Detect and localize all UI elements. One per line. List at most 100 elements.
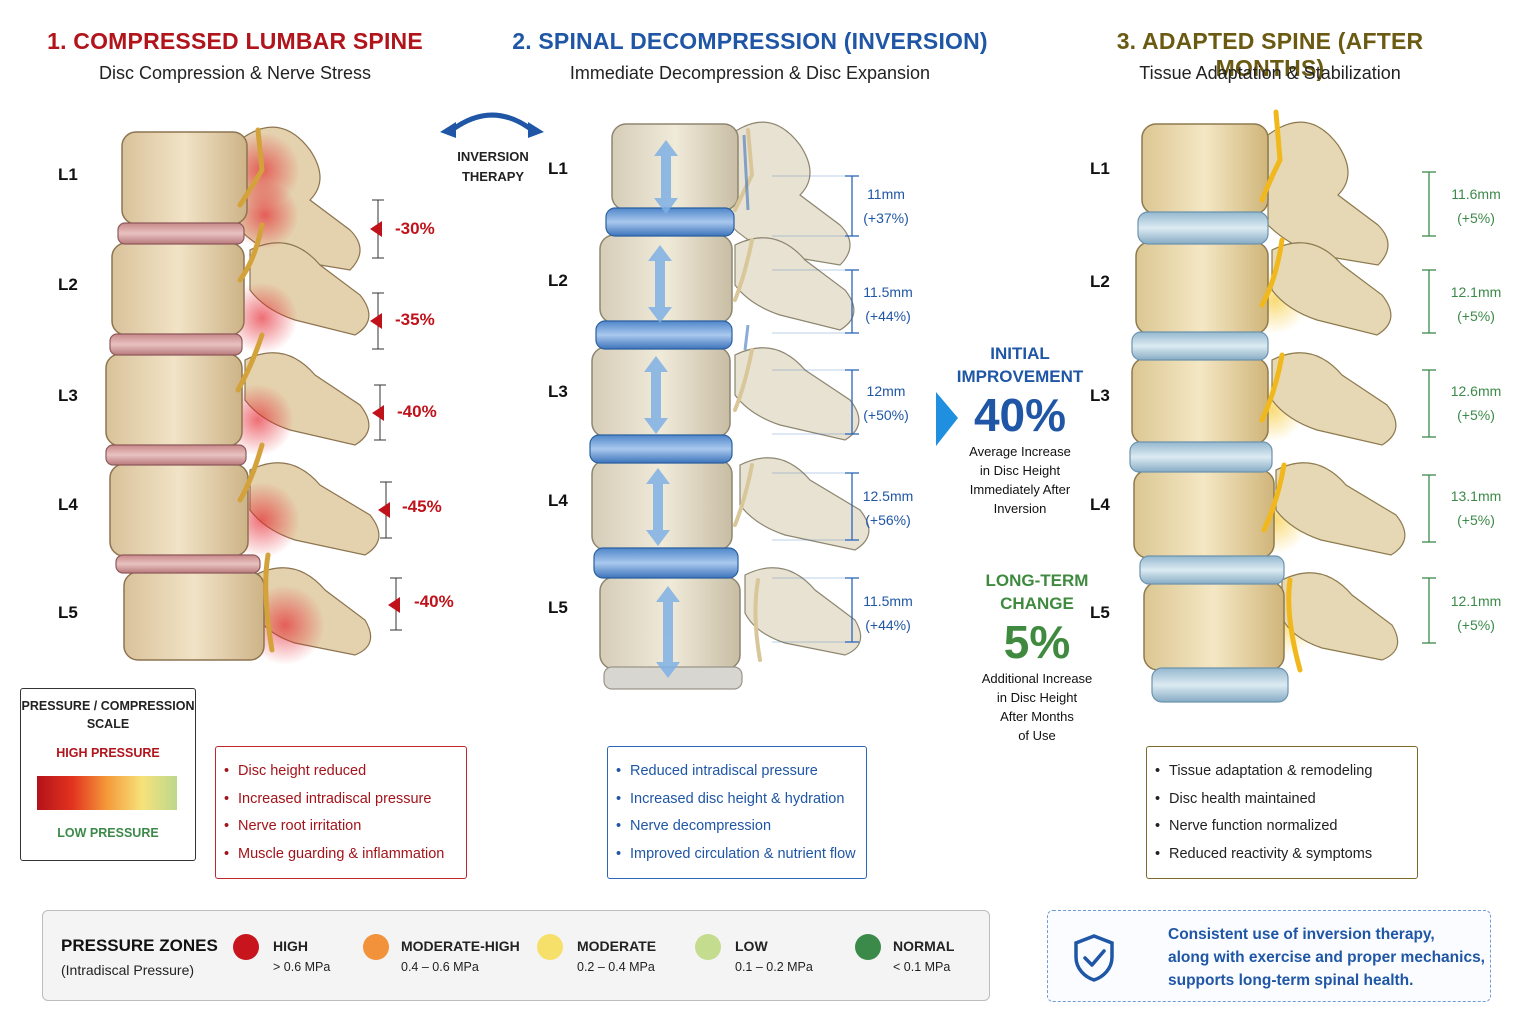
- zone-name: MODERATE: [577, 938, 657, 954]
- disc-height-mm: 12.6mm: [1450, 383, 1502, 399]
- initial-head: INITIAL: [990, 344, 1050, 363]
- effect-item: Nerve function normalized: [1147, 813, 1417, 841]
- panel-title-decompression: 2. SPINAL DECOMPRESSION (INVERSION): [512, 28, 988, 54]
- initial-improvement-stat: INITIAL IMPROVEMENT 40% Average Increase…: [950, 342, 1090, 518]
- disc-height-change: (+44%): [865, 617, 911, 633]
- note-line: along with exercise and proper mechanics…: [1168, 949, 1485, 966]
- disc-height-change: (+5%): [1457, 308, 1495, 324]
- level-label: L2: [58, 275, 78, 294]
- disc-height-measurement: 13.1mm (+5%): [1438, 484, 1514, 532]
- initial-desc: Inversion: [993, 501, 1047, 516]
- level-label: L1: [1090, 159, 1110, 178]
- adapted-spine: [1129, 109, 1406, 703]
- disc-height-mm: 11mm: [867, 186, 905, 202]
- disc-height-change: (+50%): [863, 407, 909, 423]
- level-label: L4: [58, 495, 78, 514]
- zone-name: LOW: [735, 938, 768, 954]
- chevron-right-icon: [936, 392, 958, 446]
- longterm-desc: Additional Increase: [981, 671, 1093, 686]
- initial-value: 40%: [973, 389, 1067, 441]
- level-label: L4: [548, 491, 568, 510]
- disc-height-change: (+5%): [1457, 210, 1495, 226]
- level-label: L1: [548, 159, 568, 178]
- level-label: L2: [1090, 272, 1110, 291]
- zones-title: PRESSURE ZONES: [61, 936, 218, 955]
- scale-high-label: HIGH PRESSURE: [56, 746, 160, 760]
- panel-subtitle-compressed: Disc Compression & Nerve Stress: [98, 63, 372, 83]
- zones-subtitle: (Intradiscal Pressure): [61, 962, 195, 978]
- disc-height-measurement: 12mm(+50%): [850, 379, 922, 427]
- level-label: L5: [58, 603, 78, 622]
- long-term-note-box: Consistent use of inversion therapy, alo…: [1047, 910, 1491, 1002]
- compression-value: -30%: [395, 219, 435, 238]
- effect-item: Muscle guarding & inflammation: [216, 841, 466, 869]
- zone-name: NORMAL: [893, 938, 955, 954]
- zone-dot-icon: [537, 934, 563, 960]
- long-term-change-stat: LONG-TERM CHANGE 5% Additional Increase …: [962, 569, 1112, 745]
- inversion-therapy-label: INVERSION THERAPY: [442, 147, 544, 187]
- disc-height-measurement: 12.6mm (+5%): [1438, 379, 1514, 427]
- zone-name: HIGH: [273, 938, 308, 954]
- zone-dot-icon: [233, 934, 259, 960]
- note-line: supports long-term spinal health.: [1168, 972, 1414, 989]
- compression-value: -40%: [414, 592, 454, 611]
- level-label: L3: [548, 382, 568, 401]
- pressure-gradient-bar: [37, 776, 177, 810]
- effect-item: Disc health maintained: [1147, 786, 1417, 814]
- disc-height-mm: 13.1mm: [1450, 488, 1502, 504]
- zone-value: 0.4 – 0.6 MPa: [401, 960, 479, 974]
- level-label: L5: [548, 598, 568, 617]
- level-label: L2: [548, 271, 568, 290]
- disc-height-change: (+5%): [1457, 512, 1495, 528]
- decompressed-effects-box: Reduced intradiscal pressure Increased d…: [607, 746, 867, 879]
- zone-dot-icon: [855, 934, 881, 960]
- panel-title-adapted: 3. ADAPTED SPINE (AFTER MONTHS): [1116, 28, 1424, 81]
- compression-value: -45%: [402, 497, 442, 516]
- disc-height-mm: 12.1mm: [1450, 593, 1502, 609]
- zone-value: < 0.1 MPa: [893, 960, 951, 974]
- inversion-arrow-icon: [450, 112, 534, 133]
- panel-title-compressed: 1. COMPRESSED LUMBAR SPINE: [47, 28, 423, 54]
- panel-subtitle-decompression: Immediate Decompression & Disc Expansion: [569, 63, 931, 83]
- longterm-desc: in Disc Height: [996, 690, 1078, 705]
- disc-height-change: (+37%): [863, 210, 909, 226]
- adapted-effects-box: Tissue adaptation & remodeling Disc heal…: [1146, 746, 1418, 879]
- level-label: L1: [58, 165, 78, 184]
- initial-desc: in Disc Height: [979, 463, 1061, 478]
- level-label: L3: [58, 386, 78, 405]
- compressed-spine: [105, 126, 380, 665]
- level-label: L5: [1090, 603, 1110, 622]
- level-label: L3: [1090, 386, 1110, 405]
- pressure-scale-box: PRESSURE / COMPRESSION SCALE HIGH PRESSU…: [20, 688, 196, 861]
- disc-height-measurement: 11.5mm (+44%): [850, 280, 926, 328]
- disc-height-mm: 12.1mm: [1450, 284, 1502, 300]
- longterm-head: CHANGE: [1000, 594, 1074, 613]
- disc-height-mm: 11.5mm: [863, 284, 913, 300]
- disc-height-change: (+5%): [1457, 407, 1495, 423]
- initial-desc: Average Increase: [969, 444, 1071, 459]
- compressed-effects-box: Disc height reduced Increased intradisca…: [215, 746, 467, 879]
- zone-dot-icon: [695, 934, 721, 960]
- inversion-label-line: INVERSION: [457, 149, 529, 164]
- zone-value: 0.2 – 0.4 MPa: [577, 960, 655, 974]
- zone-value: 0.1 – 0.2 MPa: [735, 960, 813, 974]
- initial-desc: Immediately After: [969, 482, 1071, 497]
- longterm-desc: After Months: [1000, 709, 1074, 724]
- disc-height-measurement: 12.5mm(+56%): [850, 484, 926, 532]
- disc-height-change: (+5%): [1457, 617, 1495, 633]
- disc-height-measurement: 11.6mm (+5%): [1438, 182, 1514, 230]
- zone-dot-icon: [363, 934, 389, 960]
- longterm-head: LONG-TERM: [985, 571, 1089, 590]
- compression-value: -40%: [397, 402, 437, 421]
- effect-item: Disc height reduced: [216, 758, 466, 786]
- effect-item: Increased intradiscal pressure: [216, 786, 466, 814]
- effect-item: Increased disc height & hydration: [608, 786, 866, 814]
- disc-height-change: (+44%): [865, 308, 911, 324]
- disc-height-measurement: 11mm (+37%): [850, 182, 922, 230]
- disc-height-measurement: 11.5mm(+44%): [850, 589, 926, 637]
- effect-item: Improved circulation & nutrient flow: [608, 841, 866, 869]
- note-line: Consistent use of inversion therapy,: [1168, 926, 1435, 943]
- inversion-label-line: THERAPY: [461, 169, 525, 184]
- disc-height-mm: 11.6mm: [1451, 186, 1501, 202]
